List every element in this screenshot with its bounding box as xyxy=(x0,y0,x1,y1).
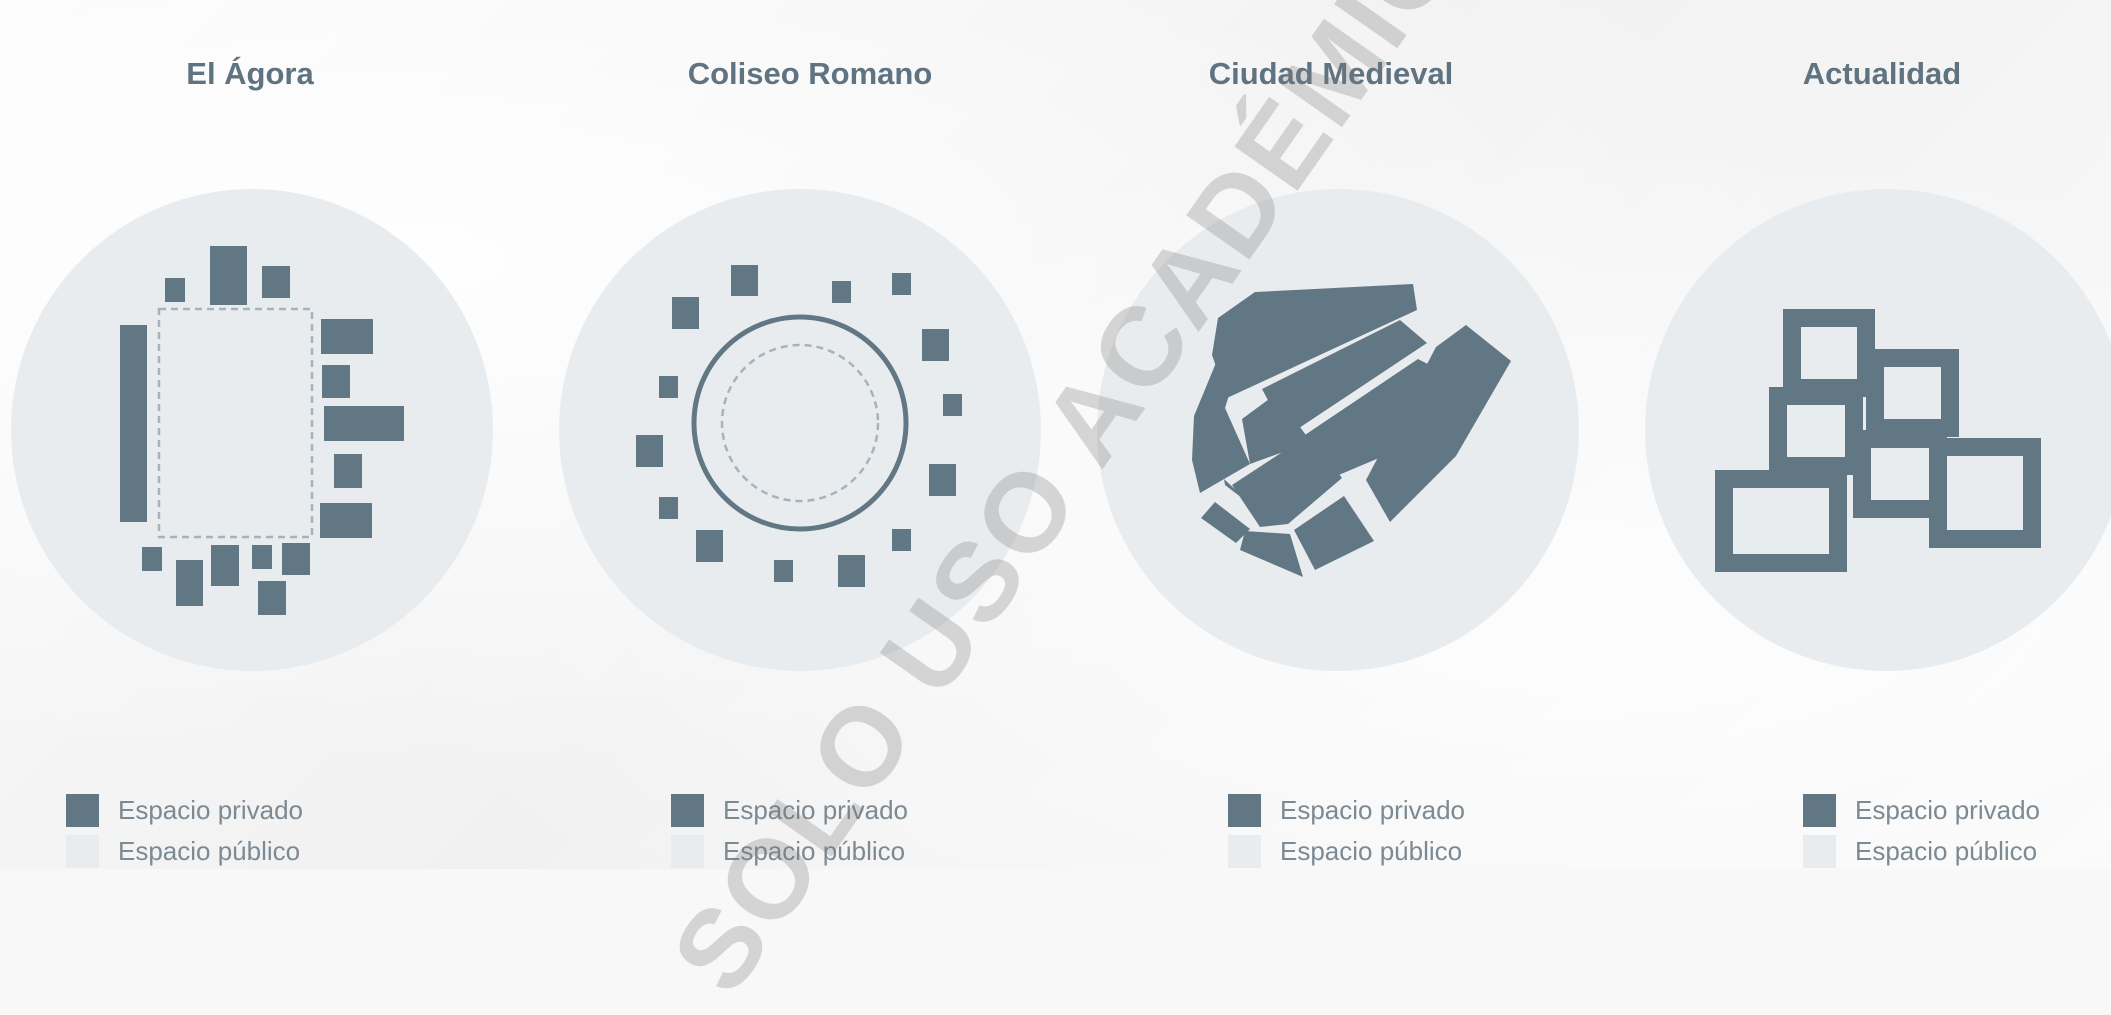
private-space-swatch xyxy=(671,794,704,827)
legend-item-private: Espacio privado xyxy=(671,790,908,831)
coliseo-plan xyxy=(636,265,962,587)
legend-item-public: Espacio público xyxy=(671,831,908,872)
legend-label-private: Espacio privado xyxy=(723,795,908,825)
legend-item-public: Espacio público xyxy=(1803,831,2040,872)
legend-label-public: Espacio público xyxy=(118,836,301,866)
legend-label-public: Espacio público xyxy=(723,836,906,866)
legend-actualidad: Espacio privado Espacio público xyxy=(1803,790,2040,872)
legend-medieval: Espacio privado Espacio público xyxy=(1228,790,1465,872)
public-space-swatch xyxy=(671,835,704,868)
public-space-swatch xyxy=(1228,835,1261,868)
public-space-circle-agora xyxy=(11,189,493,671)
public-space-swatch xyxy=(1803,835,1836,868)
legend-label-public: Espacio público xyxy=(1855,836,2038,866)
medieval-plan xyxy=(1192,284,1511,577)
public-space-circle-coliseo xyxy=(559,189,1041,671)
legend-label-private: Espacio privado xyxy=(1280,795,1465,825)
legend-item-public: Espacio público xyxy=(1228,831,1465,872)
private-space-swatch xyxy=(1803,794,1836,827)
agora-plan xyxy=(120,246,404,615)
panel-title-medieval: Ciudad Medieval xyxy=(1208,56,1454,91)
panel-title-actualidad: Actualidad xyxy=(1802,56,1962,91)
actualidad-plan xyxy=(1715,309,2041,572)
legend-item-private: Espacio privado xyxy=(1803,790,2040,831)
private-space-swatch xyxy=(1228,794,1261,827)
legend-coliseo: Espacio privado Espacio público xyxy=(671,790,908,872)
legend-item-public: Espacio público xyxy=(66,831,303,872)
legend-agora: Espacio privado Espacio público xyxy=(66,790,303,872)
legend-label-private: Espacio privado xyxy=(1855,795,2040,825)
legend-label-public: Espacio público xyxy=(1280,836,1463,866)
legend-item-private: Espacio privado xyxy=(1228,790,1465,831)
legend-label-private: Espacio privado xyxy=(118,795,303,825)
diagram-figures xyxy=(11,189,2111,671)
panel-title-coliseo: Coliseo Romano xyxy=(687,56,933,91)
legend-item-private: Espacio privado xyxy=(66,790,303,831)
public-space-swatch xyxy=(66,835,99,868)
private-space-swatch xyxy=(66,794,99,827)
panel-title-agora: El Ágora xyxy=(186,56,314,91)
